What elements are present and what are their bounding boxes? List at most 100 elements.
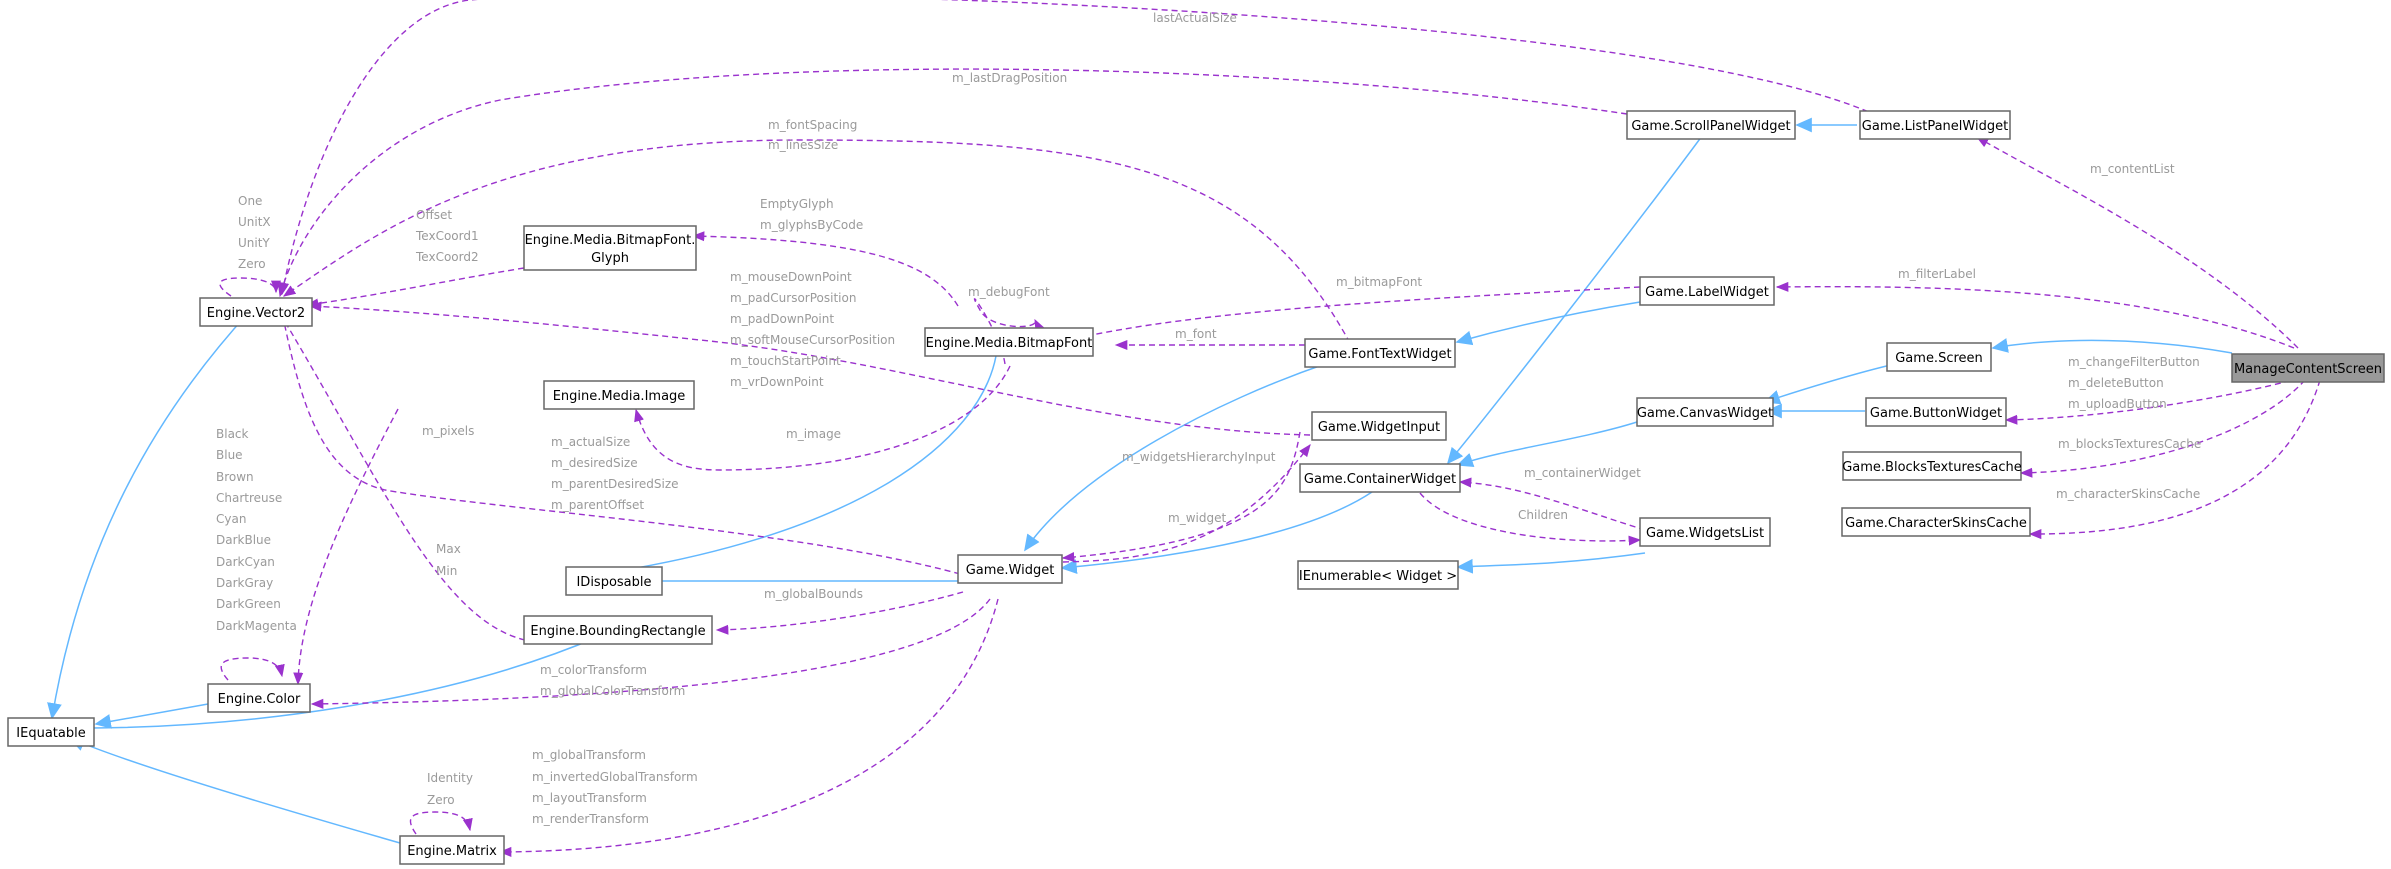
edge-label-matrix-zero: Zero	[427, 793, 455, 807]
inheritance-edges	[47, 117, 2233, 844]
svg-text:Game.ButtonWidget: Game.ButtonWidget	[1870, 406, 2002, 421]
svg-text:Engine.Matrix: Engine.Matrix	[407, 844, 497, 859]
edge-label-actualsize: m_actualSize	[551, 435, 630, 449]
edge-label-unity: UnitY	[238, 236, 270, 250]
edge-label-zero: Zero	[238, 257, 266, 271]
svg-text:Game.BlocksTexturesCache: Game.BlocksTexturesCache	[1842, 460, 2022, 475]
svg-text:Game.Screen: Game.Screen	[1895, 351, 1983, 366]
edge-label-parentoffset: m_parentOffset	[551, 498, 644, 512]
edge-label-darkgreen: DarkGreen	[216, 597, 281, 611]
edge-label-fontspacing: m_fontSpacing	[768, 118, 857, 132]
edge-label-bitmapfont: m_bitmapFont	[1336, 275, 1422, 289]
edge-label-debugfont: m_debugFont	[968, 285, 1050, 299]
edge-label-image: m_image	[786, 427, 841, 441]
svg-text:Glyph: Glyph	[591, 251, 629, 266]
svg-text:Game.Widget: Game.Widget	[966, 563, 1055, 578]
node-media-image[interactable]: Engine.Media.Image	[543, 380, 695, 410]
edge-label-characterskinscache: m_characterSkinsCache	[2056, 487, 2200, 501]
edge-label-widgetshierarchyinput: m_widgetsHierarchyInput	[1122, 450, 1276, 464]
edge-label-darkmagenta: DarkMagenta	[216, 619, 297, 633]
edge-label-contentlist: m_contentList	[2090, 162, 2175, 176]
node-bounding-rectangle[interactable]: Engine.BoundingRectangle	[523, 615, 713, 645]
edge-label-lastdragposition: m_lastDragPosition	[952, 71, 1067, 85]
svg-text:Engine.BoundingRectangle: Engine.BoundingRectangle	[530, 624, 705, 639]
edge-label-texcoord2: TexCoord2	[415, 250, 479, 264]
node-containerwidget[interactable]: Game.ContainerWidget	[1299, 463, 1461, 493]
node-ienumerable-widget[interactable]: IEnumerable< Widget >	[1297, 560, 1459, 590]
edge-label-vrdownpoint: m_vrDownPoint	[730, 375, 824, 389]
node-game-screen[interactable]: Game.Screen	[1886, 342, 1992, 372]
edge-label-font: m_font	[1175, 327, 1217, 341]
edge-label-one: One	[238, 194, 262, 208]
edge-label-max: Max	[436, 542, 461, 556]
svg-text:IEquatable: IEquatable	[16, 726, 85, 741]
svg-text:Game.FontTextWidget: Game.FontTextWidget	[1308, 347, 1451, 362]
edge-label-uploadbutton: m_uploadButton	[2068, 397, 2167, 411]
node-blockstexturescache[interactable]: Game.BlocksTexturesCache	[1842, 451, 2022, 481]
node-engine-color[interactable]: Engine.Color	[207, 683, 311, 713]
edge-label-colortransform: m_colorTransform	[540, 663, 647, 677]
svg-text:Game.ScrollPanelWidget: Game.ScrollPanelWidget	[1631, 119, 1790, 134]
svg-text:Engine.Color: Engine.Color	[218, 692, 301, 707]
edge-label-pixels: m_pixels	[422, 424, 474, 438]
node-labelwidget[interactable]: Game.LabelWidget	[1639, 276, 1775, 306]
node-managecontentscreen[interactable]: ManageContentScreen	[2231, 353, 2385, 383]
edge-label-black: Black	[216, 427, 249, 441]
edge-label-desiredsize: m_desiredSize	[551, 456, 638, 470]
svg-text:Game.ListPanelWidget: Game.ListPanelWidget	[1862, 119, 2008, 134]
node-widgetinput[interactable]: Game.WidgetInput	[1311, 411, 1447, 441]
node-media-bitmapfont[interactable]: Engine.Media.BitmapFont	[924, 327, 1094, 357]
svg-text:Engine.Media.BitmapFont.: Engine.Media.BitmapFont.	[525, 233, 696, 248]
svg-text:Engine.Vector2: Engine.Vector2	[207, 306, 305, 321]
svg-text:Game.CharacterSkinsCache: Game.CharacterSkinsCache	[1845, 516, 2027, 531]
edge-label-unitx: UnitX	[238, 215, 271, 229]
edge-label-brown: Brown	[216, 470, 254, 484]
edge-label-darkgray: DarkGray	[216, 576, 273, 590]
edge-label-globalbounds: m_globalBounds	[764, 587, 863, 601]
svg-text:Game.WidgetsList: Game.WidgetsList	[1646, 526, 1764, 541]
node-characterskinscache[interactable]: Game.CharacterSkinsCache	[1841, 507, 2031, 537]
edge-label-changefilterbutton: m_changeFilterButton	[2068, 355, 2200, 369]
svg-text:Game.WidgetInput: Game.WidgetInput	[1318, 420, 1440, 435]
node-game-widget[interactable]: Game.Widget	[957, 554, 1063, 584]
node-engine-matrix[interactable]: Engine.Matrix	[399, 835, 505, 865]
edge-label-containerwidget: m_containerWidget	[1524, 466, 1641, 480]
member-edges	[219, 0, 2321, 857]
node-scrollpanelwidget[interactable]: Game.ScrollPanelWidget	[1626, 110, 1796, 140]
svg-text:Game.ContainerWidget: Game.ContainerWidget	[1304, 472, 1456, 487]
node-fonttextwidget[interactable]: Game.FontTextWidget	[1304, 338, 1456, 368]
node-buttonwidget[interactable]: Game.ButtonWidget	[1865, 397, 2007, 427]
svg-text:ManageContentScreen: ManageContentScreen	[2234, 362, 2382, 377]
edge-label-globalcolortransform: m_globalColorTransform	[540, 684, 685, 698]
edge-label-chartreuse: Chartreuse	[216, 491, 282, 505]
edge-label-texcoord1: TexCoord1	[415, 229, 479, 243]
node-listpanelwidget[interactable]: Game.ListPanelWidget	[1859, 110, 2011, 140]
node-widgetslist[interactable]: Game.WidgetsList	[1639, 517, 1771, 547]
edge-label-darkcyan: DarkCyan	[216, 555, 275, 569]
edge-labels: lastActualSize m_lastDragPosition m_font…	[216, 11, 2201, 826]
edge-label-rendertransform: m_renderTransform	[532, 812, 649, 826]
edge-label-widget: m_widget	[1168, 511, 1226, 525]
node-iequatable[interactable]: IEquatable	[7, 717, 95, 747]
edge-label-glyphsbycode: m_glyphsByCode	[760, 218, 863, 232]
edge-label-blockstexturescache: m_blocksTexturesCache	[2058, 437, 2201, 451]
edge-label-globaltransform: m_globalTransform	[532, 748, 646, 762]
svg-text:Game.CanvasWidget: Game.CanvasWidget	[1637, 406, 1773, 421]
node-canvaswidget[interactable]: Game.CanvasWidget	[1636, 397, 1774, 427]
node-engine-vector2[interactable]: Engine.Vector2	[199, 297, 313, 327]
edge-label-softmousecursor: m_softMouseCursorPosition	[730, 333, 895, 347]
class-nodes: Engine.Vector2 IEquatable Engine.Color E…	[7, 110, 2385, 865]
svg-text:IEnumerable< Widget >: IEnumerable< Widget >	[1299, 569, 1457, 584]
edge-label-filterlabel: m_filterLabel	[1898, 267, 1976, 281]
svg-text:Engine.Media.BitmapFont: Engine.Media.BitmapFont	[926, 336, 1093, 351]
edge-label-cyan: Cyan	[216, 512, 246, 526]
edge-label-darkblue: DarkBlue	[216, 533, 271, 547]
edge-label-layouttransform: m_layoutTransform	[532, 791, 647, 805]
edge-label-offset: Offset	[416, 208, 452, 222]
edge-label-identity: Identity	[427, 771, 473, 785]
node-idisposable[interactable]: IDisposable	[565, 566, 663, 596]
edge-label-deletebutton: m_deleteButton	[2068, 376, 2164, 390]
node-bitmapfont-glyph[interactable]: Engine.Media.BitmapFont. Glyph	[523, 225, 697, 271]
edge-label-paddownpoint: m_padDownPoint	[730, 312, 834, 326]
